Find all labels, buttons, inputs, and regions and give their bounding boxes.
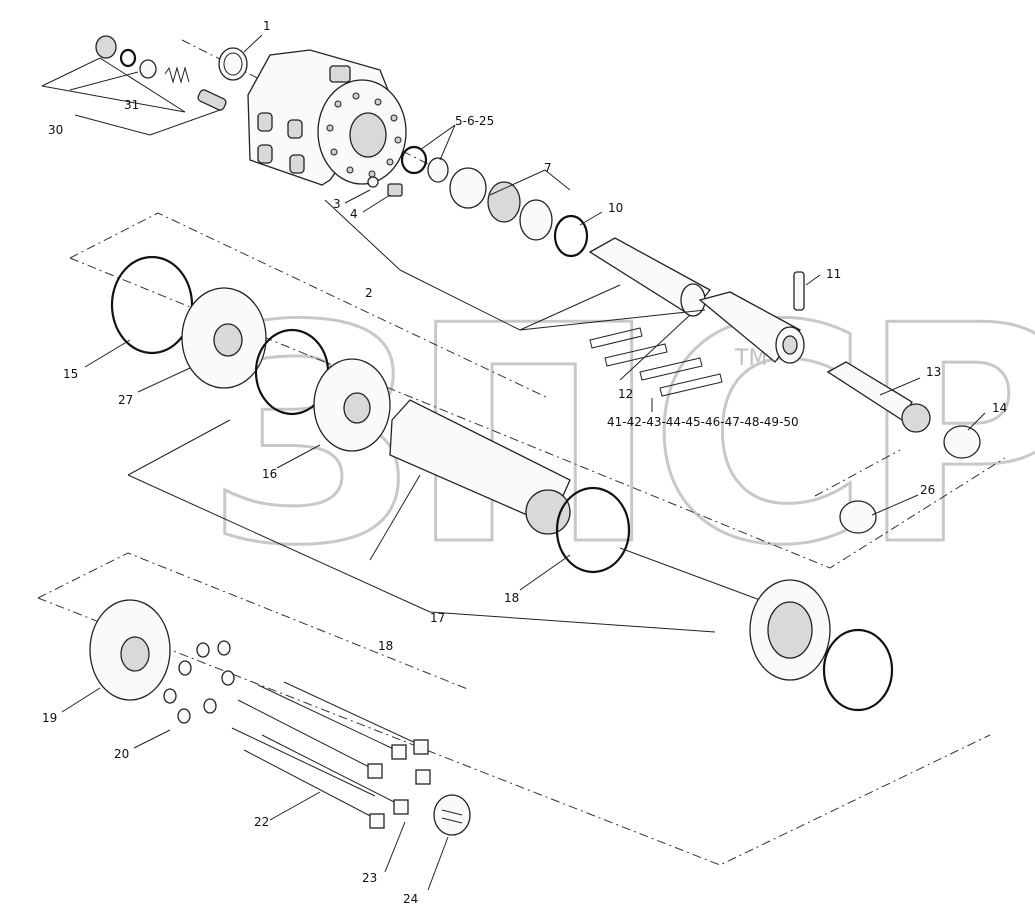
valve-subassembly: [41, 35, 227, 136]
callout-3: 3: [333, 197, 341, 211]
ball-part: [367, 176, 379, 188]
callout-10: 10: [608, 201, 623, 215]
callout-24: 24: [403, 892, 418, 906]
callout-7: 7: [544, 161, 552, 175]
callout-22: 22: [254, 815, 269, 829]
callout-17: 17: [430, 611, 445, 625]
spool-part: [588, 237, 711, 316]
callout-4: 4: [350, 207, 358, 221]
callout-2: 2: [365, 286, 373, 300]
valve-spring-part: [164, 66, 190, 84]
callout-14: 14: [992, 401, 1007, 415]
valve-washer-part: [139, 59, 157, 79]
leader-lines: [61, 34, 986, 891]
spool-sleeve: [588, 237, 805, 364]
stator-part: [619, 547, 831, 681]
seal-ring-15-part: [110, 255, 194, 355]
name-plate-24-part: [433, 794, 471, 836]
bolts-22: [231, 681, 431, 829]
callout-12: 12: [618, 387, 633, 401]
seal-ring-18-part: [555, 486, 631, 574]
cap-26-part: [839, 500, 877, 534]
callout-1: 1: [263, 19, 271, 33]
ring-1-part: [218, 47, 248, 81]
callout-labels: 1 2 3 4 5-6-25 7 10 11 12 13 14 15 16 17…: [42, 19, 1007, 906]
assembly-outlines: [37, 39, 1006, 866]
callout-27: 27: [118, 393, 133, 407]
callout-26: 26: [920, 483, 935, 497]
callout-5-6-25: 5-6-25: [455, 114, 494, 128]
washers-20: [163, 640, 235, 724]
gerotor-part: [389, 399, 571, 535]
callout-13: 13: [926, 365, 941, 379]
drive-shaft-part: [826, 361, 931, 433]
callout-30: 30: [48, 123, 63, 137]
seal-ring-end-part: [822, 628, 894, 712]
centering-springs: [589, 327, 723, 397]
callout-41-50: 41-42-43-44-45-46-47-48-49-50: [607, 415, 799, 429]
callout-15: 15: [63, 367, 78, 381]
callout-11: 11: [826, 267, 841, 281]
pin-part: [793, 271, 805, 311]
valve-plug-part: [197, 89, 227, 111]
callout-19: 19: [42, 711, 57, 725]
valve-seat-part: [95, 35, 117, 59]
callout-18-seal: 18: [504, 591, 519, 605]
check-plug-part: [387, 183, 403, 197]
callout-23: 23: [362, 871, 377, 885]
housing: [247, 49, 407, 186]
callout-18-assembly: 18: [378, 639, 393, 653]
seal-stack: [400, 145, 589, 258]
callout-16: 16: [262, 467, 277, 481]
callout-31: 31: [124, 98, 139, 112]
sleeve-part: [698, 291, 801, 363]
callout-20: 20: [114, 747, 129, 761]
cap-14-part: [943, 425, 981, 459]
valve-ring-part: [119, 48, 137, 68]
